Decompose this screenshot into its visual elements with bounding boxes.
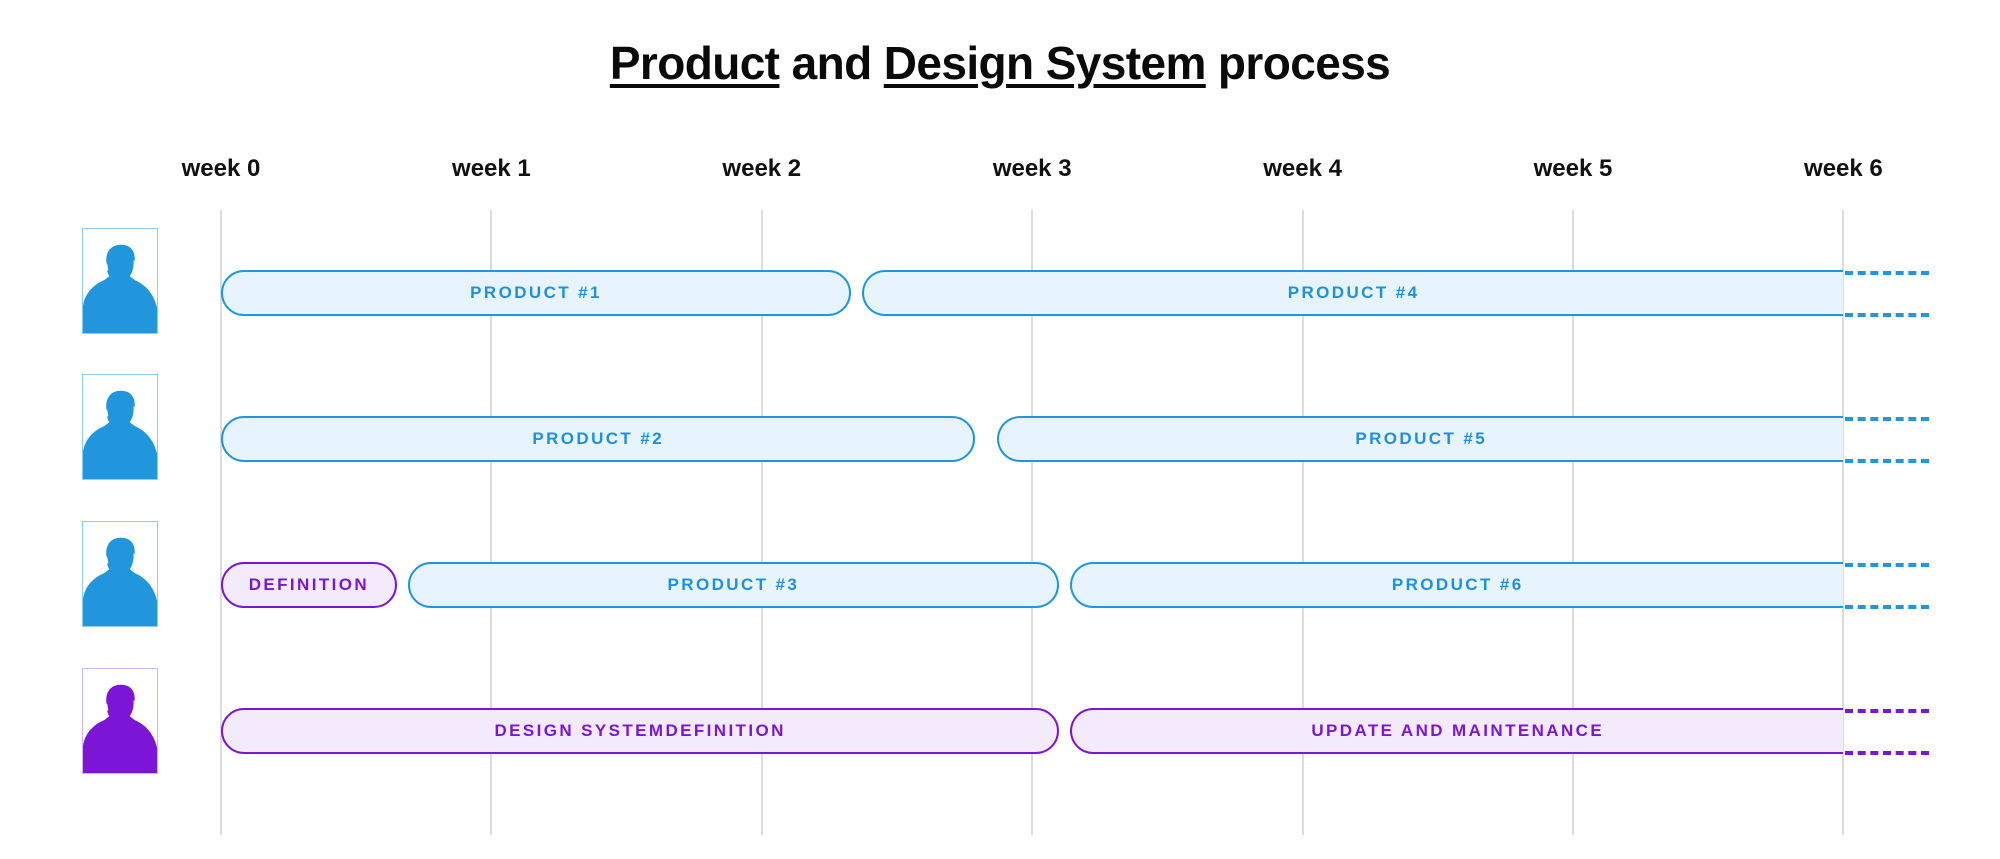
gantt-bar-product-1[interactable]: PRODUCT #1 xyxy=(221,270,852,316)
week-label-4: week 4 xyxy=(1263,155,1342,182)
gantt-bar-label: PRODUCT #6 xyxy=(1391,575,1524,594)
page-title: Product and Design System process xyxy=(0,36,2000,90)
week-label-5: week 5 xyxy=(1533,155,1613,182)
person-avatar-blue xyxy=(82,521,158,627)
gantt-bar-label: PRODUCT #3 xyxy=(667,575,800,594)
gantt-row-1: PRODUCT #2 PRODUCT #5 xyxy=(0,416,2000,463)
gantt-bar-definition[interactable]: DEFINITION xyxy=(221,562,397,608)
gantt-bar-label: DESIGN SYSTEMDEFINITION xyxy=(494,721,786,740)
week-label-0: week 0 xyxy=(181,155,261,182)
gantt-bar-label: UPDATE AND MAINTENANCE xyxy=(1311,721,1605,740)
continuation-dash-bottom xyxy=(1845,313,1930,317)
gantt-bar-design-systemdefinition[interactable]: DESIGN SYSTEMDEFINITION xyxy=(221,708,1060,754)
gantt-bar-label: PRODUCT #1 xyxy=(470,283,602,302)
gantt-bar-label: DEFINITION xyxy=(248,575,370,594)
gantt-row-3: DESIGN SYSTEMDEFINITION UPDATE AND MAINTE… xyxy=(0,708,2000,755)
person-avatar-blue xyxy=(82,228,158,334)
gantt-bar-product-2[interactable]: PRODUCT #2 xyxy=(221,416,976,462)
continuation-dash-top xyxy=(1845,709,1930,713)
gantt-bar-product-4[interactable]: PRODUCT #4 xyxy=(861,270,1844,316)
gridline-week-4 xyxy=(1301,210,1304,835)
continuation-dash-bottom xyxy=(1845,751,1930,755)
continuation-dash-top xyxy=(1845,271,1930,275)
gantt-bar-label: PRODUCT #2 xyxy=(532,429,665,448)
gantt-row-2: DEFINITION PRODUCT #3 PRODUCT #6 xyxy=(0,562,2000,609)
title-part-and: and xyxy=(779,37,884,89)
week-label-2: week 2 xyxy=(722,155,802,182)
title-part-process: process xyxy=(1205,37,1391,89)
gantt-bar-product-5[interactable]: PRODUCT #5 xyxy=(997,416,1844,462)
gridline-week-6 xyxy=(1842,210,1845,835)
gridline-week-3 xyxy=(1031,210,1034,835)
gridline-week-5 xyxy=(1572,210,1574,835)
gantt-bar-update-and-maintenance[interactable]: UPDATE AND MAINTENANCE xyxy=(1070,708,1844,754)
person-avatar-blue xyxy=(82,374,158,480)
title-part-product: Product xyxy=(609,37,780,89)
week-label-3: week 3 xyxy=(992,155,1072,182)
title-part-design-system: Design System xyxy=(883,37,1207,89)
gridline-week-2 xyxy=(760,210,763,835)
gantt-bar-label: PRODUCT #4 xyxy=(1287,283,1420,302)
gantt-bar-product-6[interactable]: PRODUCT #6 xyxy=(1070,562,1844,608)
continuation-dash-top xyxy=(1845,417,1930,421)
continuation-dash-top xyxy=(1845,563,1930,567)
gridline-week-1 xyxy=(490,210,493,835)
continuation-dash-bottom xyxy=(1845,459,1930,463)
gantt-bar-label: PRODUCT #5 xyxy=(1355,429,1488,448)
gantt-row-0: PRODUCT #1 PRODUCT #4 xyxy=(0,270,2000,317)
week-label-6: week 6 xyxy=(1804,155,1883,182)
person-avatar-purple xyxy=(82,668,158,774)
week-label-1: week 1 xyxy=(452,155,531,182)
gantt-bar-product-3[interactable]: PRODUCT #3 xyxy=(407,562,1060,608)
gridline-week-0 xyxy=(220,210,222,835)
continuation-dash-bottom xyxy=(1845,605,1930,609)
